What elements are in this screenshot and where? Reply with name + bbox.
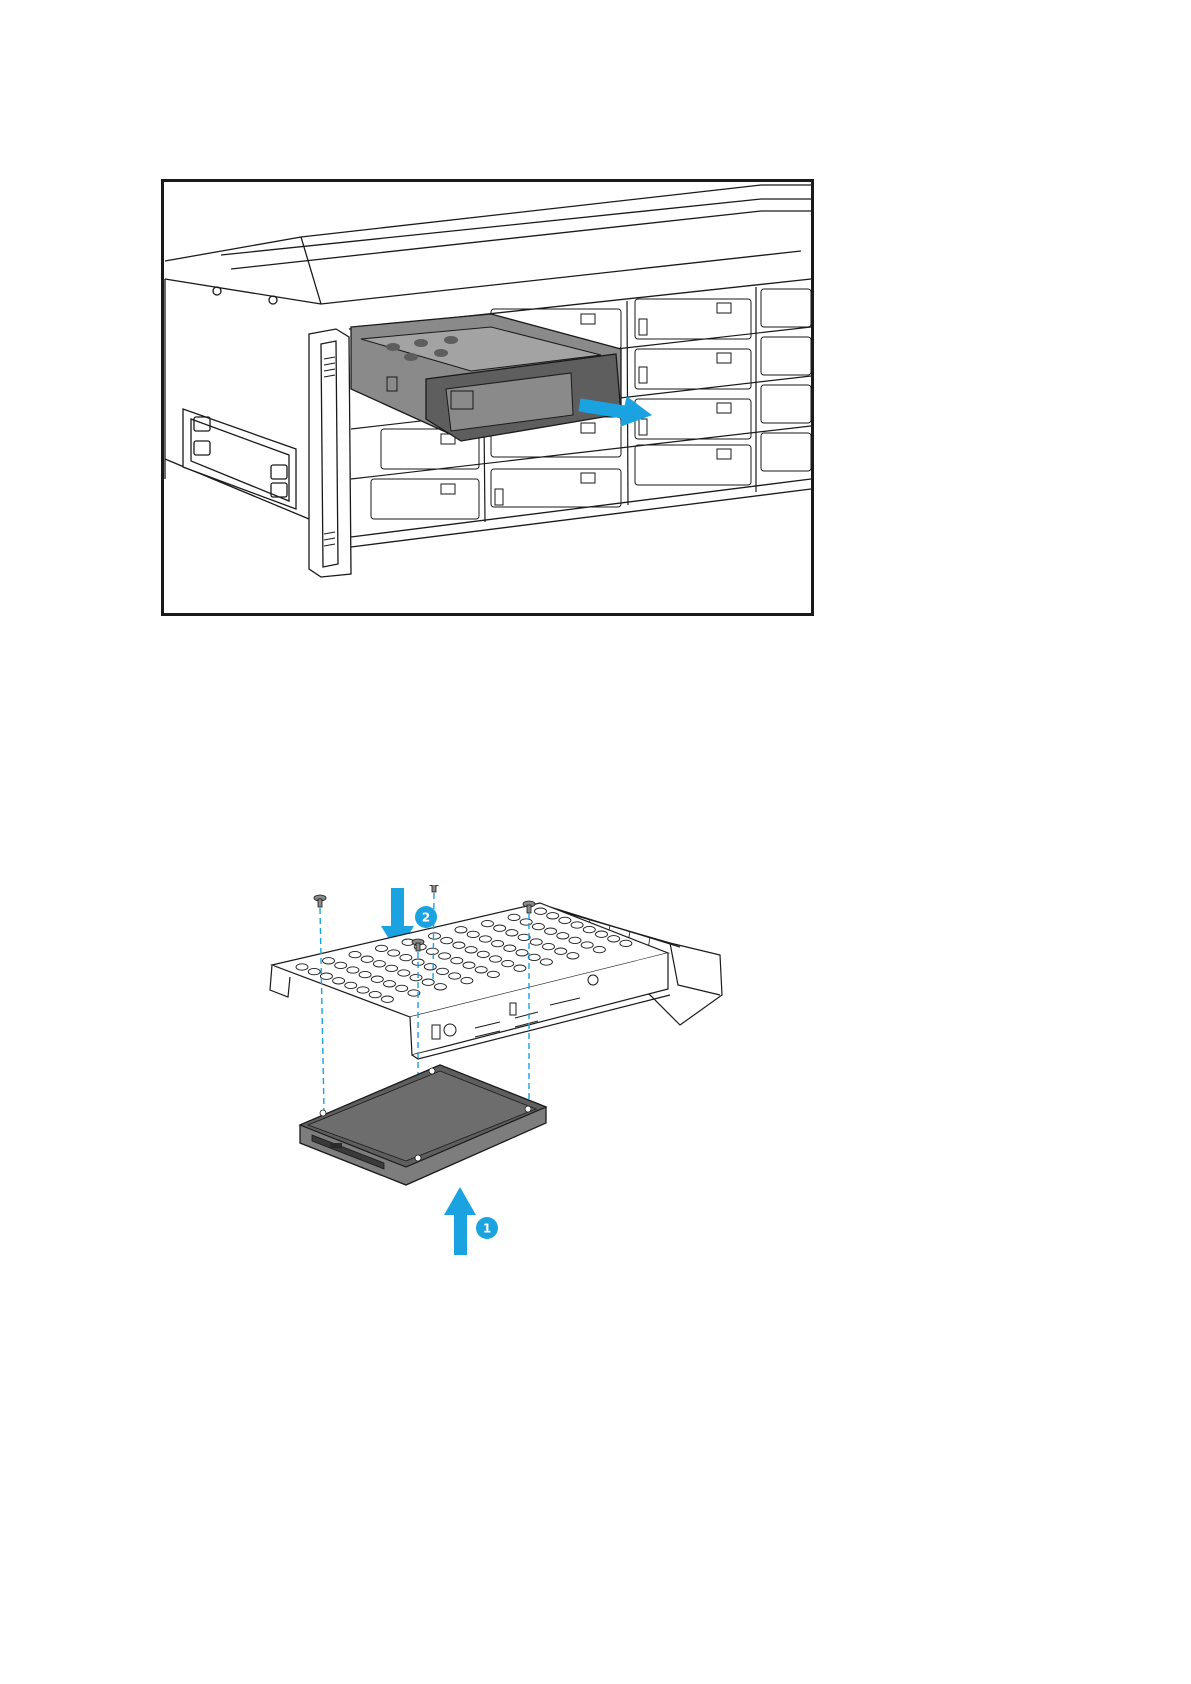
- step-1-arrow: [444, 1187, 476, 1255]
- step-1-badge: 1: [476, 1217, 498, 1239]
- step-2-number: 2: [422, 911, 430, 925]
- ssd-tray: [270, 903, 722, 1059]
- ssd-installation-illustration: 2: [250, 885, 730, 1355]
- nas-tray-removal-illustration: [161, 179, 814, 616]
- screw: [314, 895, 326, 907]
- step-1-number: 1: [483, 1222, 491, 1236]
- ssd-drive: [300, 1065, 546, 1185]
- screw: [428, 885, 440, 892]
